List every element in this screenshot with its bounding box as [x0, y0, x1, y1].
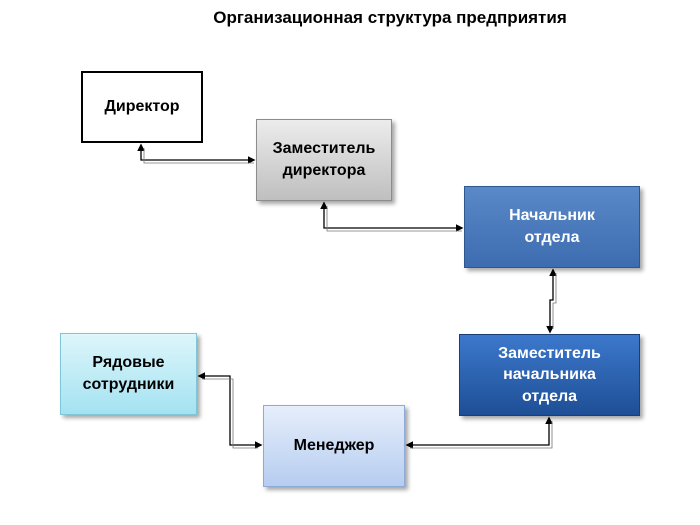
node-director-line-1: Директор: [104, 98, 180, 116]
node-staff-line-2: сотрудники: [82, 376, 175, 393]
connector-manager-staff: [197, 372, 263, 449]
node-manager: Менеджер: [263, 405, 405, 487]
connector-deputyhead-manager: [405, 416, 553, 449]
connector-deputy-head: [320, 201, 464, 232]
node-deputy-director: Заместитель директора: [256, 119, 392, 201]
node-director: Директор: [81, 71, 203, 143]
node-deputy-line-2: директора: [282, 162, 366, 179]
node-department-head: Начальник отдела: [464, 186, 640, 268]
node-deputyhead-line-1: Заместитель: [498, 344, 601, 362]
node-staff: Рядовые сотрудники: [60, 333, 197, 415]
connector-director-deputy: [137, 143, 256, 164]
diagram-title: Организационная структура предприятия: [213, 8, 567, 27]
node-deputyhead-line-2: начальника: [503, 366, 596, 384]
node-deputyhead-line-3: отдела: [521, 387, 578, 405]
node-head-line-2: отдела: [524, 229, 580, 246]
node-staff-line-1: Рядовые: [92, 354, 165, 372]
node-deputy-line-1: Заместитель: [272, 140, 376, 158]
node-head-line-1: Начальник: [509, 207, 595, 225]
node-manager-line-1: Менеджер: [293, 437, 375, 455]
connector-head-deputyhead: [546, 268, 557, 334]
node-deputy-department-head: Заместитель начальника отдела: [459, 334, 640, 416]
